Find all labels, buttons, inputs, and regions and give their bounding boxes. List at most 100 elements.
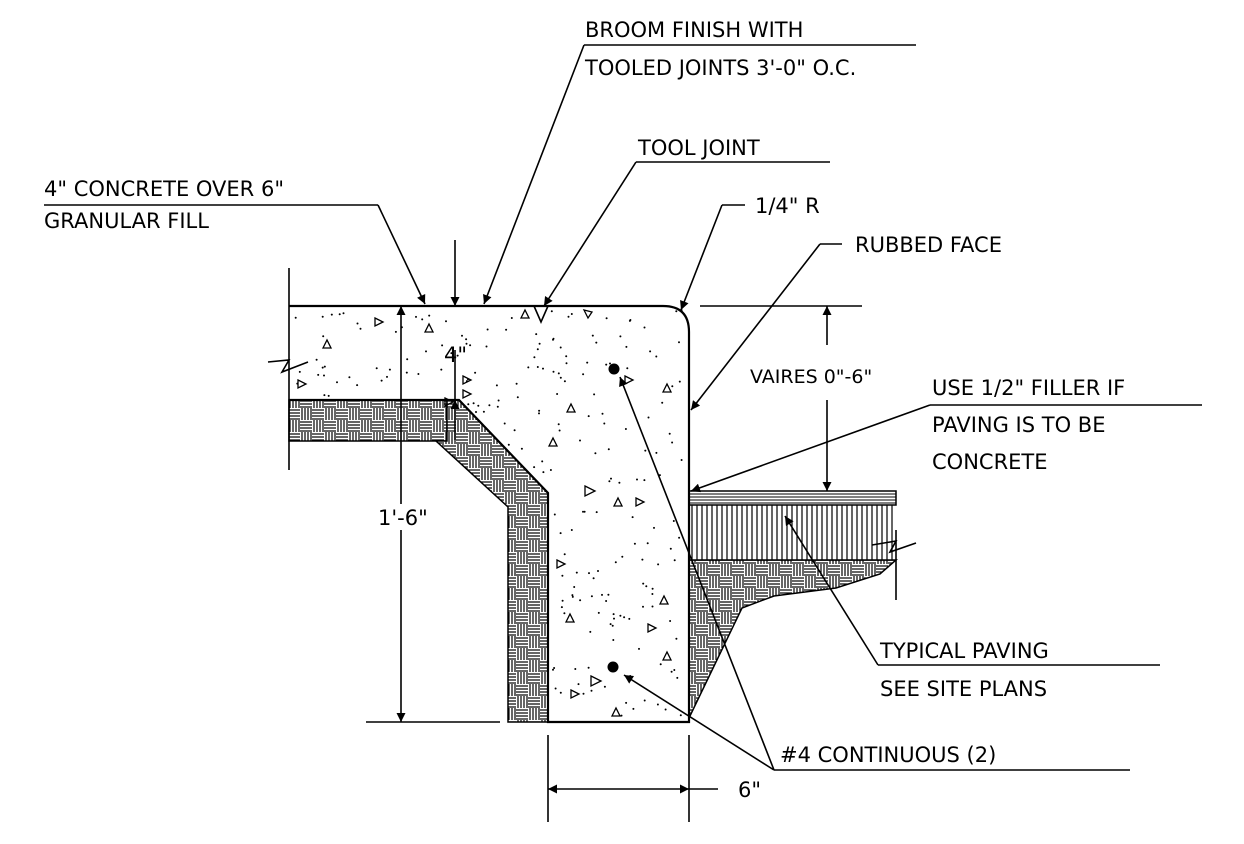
aggregate-stipple <box>294 309 683 717</box>
stipple-dot <box>298 370 301 373</box>
stipple-dot <box>632 707 635 710</box>
stipple-dot <box>538 412 540 415</box>
stipple-dot <box>553 667 556 669</box>
stipple-dot <box>588 572 590 575</box>
stipple-dot <box>593 393 596 396</box>
leader-rebar <box>619 376 1130 771</box>
stipple-dot <box>620 714 623 717</box>
label-filler-line3: CONCRETE <box>932 450 1048 474</box>
stipple-dot <box>582 510 584 513</box>
stipple-dot <box>342 312 345 315</box>
dim-varies <box>700 305 862 491</box>
stipple-dot <box>556 393 559 395</box>
stipple-dot <box>386 375 388 378</box>
stipple-dot <box>592 577 595 580</box>
stipple-dot <box>619 614 622 617</box>
granular-fill-left <box>288 399 448 442</box>
stipple-dot <box>542 367 544 370</box>
stipple-dot <box>496 405 499 408</box>
stipple-dot <box>536 366 539 368</box>
label-paving-line1: TYPICAL PAVING <box>879 639 1049 663</box>
stipple-dot <box>495 384 498 387</box>
stipple-dot <box>552 668 554 671</box>
stipple-dot <box>605 317 608 320</box>
rebar-upper <box>608 363 620 375</box>
stipple-dot <box>571 594 574 597</box>
stipple-dot <box>440 368 443 371</box>
stipple-dot <box>561 574 564 577</box>
stipple-dot <box>321 366 324 369</box>
stipple-dot <box>380 379 383 382</box>
stipple-dot <box>567 315 570 318</box>
stipple-dot <box>644 449 647 452</box>
stipple-dot <box>356 322 359 325</box>
stipple-dot <box>294 316 297 319</box>
stipple-dot <box>673 669 676 671</box>
stipple-dot <box>590 689 593 692</box>
stipple-dot <box>574 668 577 670</box>
leader-concrete <box>44 204 426 305</box>
label-concrete-line2: GRANULAR FILL <box>44 209 209 233</box>
stipple-dot <box>441 344 444 347</box>
label-broom-line2: TOOLED JOINTS 3'-0" O.C. <box>584 56 856 80</box>
stipple-dot <box>321 315 324 318</box>
stipple-dot <box>552 370 555 373</box>
stipple-dot <box>348 376 351 379</box>
label-dim-6in: 6" <box>738 778 761 802</box>
stipple-dot <box>625 345 628 348</box>
label-radius: 1/4" R <box>755 194 820 218</box>
stipple-dot <box>527 366 530 369</box>
stipple-dot <box>356 384 359 387</box>
leader-broom-finish <box>483 44 916 305</box>
stipple-dot <box>628 319 631 322</box>
stipple-dot <box>586 361 589 364</box>
leader-typical-paving <box>784 515 1160 666</box>
stipple-dot <box>626 367 629 370</box>
stipple-dot <box>560 606 563 609</box>
stipple-dot <box>678 341 680 344</box>
stipple-dot <box>646 542 649 545</box>
stipple-dot <box>589 630 592 633</box>
rebar-lower <box>607 661 619 673</box>
label-paving-line2: SEE SITE PLANS <box>880 677 1047 701</box>
stipple-dot <box>643 479 646 482</box>
stipple-dot <box>614 561 617 564</box>
stipple-dot <box>559 691 562 694</box>
stipple-dot <box>597 611 600 614</box>
stipple-dot <box>461 334 463 337</box>
stipple-dot <box>563 380 566 383</box>
stipple-dot <box>672 520 675 522</box>
stipple-dot <box>668 432 671 435</box>
stipple-dot <box>657 563 660 566</box>
stipple-dot <box>678 536 681 539</box>
paving-section <box>688 490 897 561</box>
stipple-dot <box>659 663 662 666</box>
stipple-dot <box>664 708 667 711</box>
stipple-dot <box>394 330 397 333</box>
stipple-dot <box>680 459 683 461</box>
stipple-dot <box>671 441 674 444</box>
stipple-dot <box>375 367 378 370</box>
stipple-dot <box>474 371 477 374</box>
stipple-dot <box>406 358 409 361</box>
stipple-dot <box>536 348 539 351</box>
stipple-dot <box>559 376 562 379</box>
stipple-dot <box>505 328 508 331</box>
stipple-dot <box>338 313 341 316</box>
stipple-dot <box>475 411 477 413</box>
label-filler-line2: PAVING IS TO BE <box>932 413 1105 437</box>
stipple-dot <box>669 620 672 622</box>
stipple-dot <box>619 335 622 338</box>
stipple-dot <box>465 338 468 341</box>
stipple-dot <box>472 402 475 405</box>
stipple-dot <box>636 478 638 481</box>
stipple-dot <box>582 373 585 376</box>
stipple-dot <box>608 480 611 483</box>
stipple-dot <box>656 703 659 706</box>
stipple-dot <box>587 415 590 418</box>
stipple-dot <box>535 333 538 336</box>
stipple-dot <box>676 676 679 679</box>
leader-radius <box>680 204 745 311</box>
aggregate-triangles <box>297 308 673 717</box>
stipple-dot <box>570 529 573 531</box>
